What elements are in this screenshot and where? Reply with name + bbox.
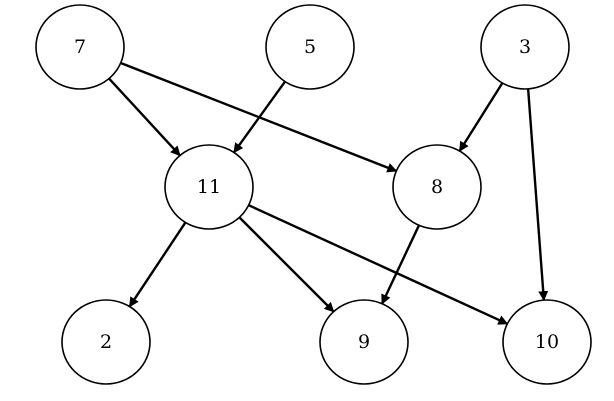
node-7-label: 7 [74, 36, 86, 58]
node-5-label: 5 [304, 36, 316, 58]
node-11-label: 11 [197, 176, 221, 198]
node-9-circle [319, 299, 409, 385]
node-3-label: 3 [519, 36, 531, 58]
edges-layer [108, 61, 549, 325]
node-9-label: 9 [358, 331, 370, 353]
node-8-circle [392, 144, 482, 230]
node-11-circle [164, 144, 254, 230]
node-10: 10 [502, 299, 592, 385]
node-11: 11 [164, 144, 254, 230]
node-10-label: 10 [535, 331, 559, 353]
node-10-circle [502, 299, 592, 385]
edge-11-to-10 [248, 204, 509, 325]
edge-3-to-10 [526, 88, 549, 302]
node-8: 8 [392, 144, 482, 230]
node-5: 5 [265, 4, 355, 90]
node-5-circle [265, 4, 355, 90]
node-2: 2 [61, 299, 151, 385]
nodes-layer: 7 5 3 11 8 2 9 10 [35, 4, 592, 385]
node-3: 3 [480, 4, 570, 90]
edge-11-to-9 [238, 216, 335, 313]
node-7: 7 [35, 4, 125, 90]
edge-8-to-9 [380, 224, 421, 305]
node-9: 9 [319, 299, 409, 385]
node-3-circle [480, 4, 570, 90]
node-7-circle [35, 4, 125, 90]
node-8-label: 8 [431, 176, 443, 198]
edge-7-to-11 [108, 77, 181, 157]
node-2-circle [61, 299, 151, 385]
edge-11-to-2 [128, 221, 187, 308]
edge-3-to-8 [458, 82, 504, 152]
edge-5-to-11 [232, 80, 287, 154]
node-2-label: 2 [100, 331, 112, 353]
